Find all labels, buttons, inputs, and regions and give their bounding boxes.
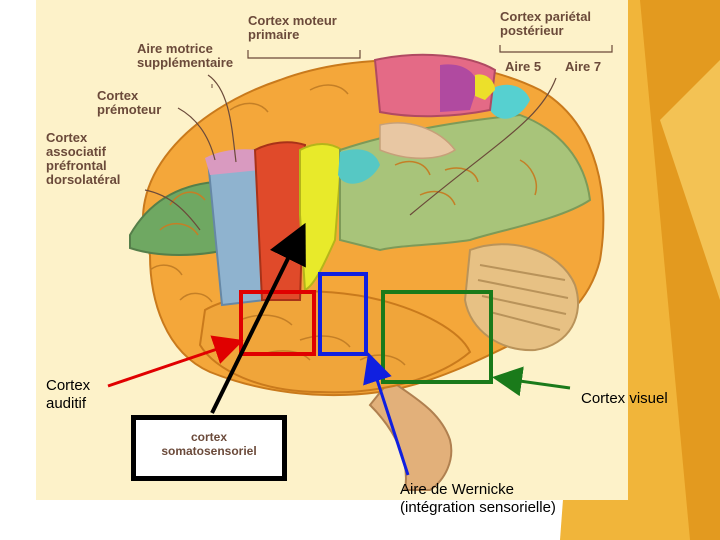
label-cortex-parietal-posterieur: Cortex pariétal postérieur	[500, 9, 592, 38]
annotation-cortex-auditif: Cortex auditif	[46, 377, 91, 412]
annotation-aire-wernicke: Aire de Wernicke (intégration sensoriell…	[400, 481, 556, 516]
visual-arrow	[492, 366, 571, 397]
label-aire-7: Aire 7	[565, 59, 602, 74]
label-cortex-associatif-prefrontal: Cortex associatif préfrontal dorsolatéra…	[46, 130, 121, 187]
annotation-cortex-visuel: Cortex visuel	[581, 390, 668, 407]
label-cortex-premoteur: Cortex prémoteur	[97, 88, 162, 117]
label-cortex-moteur-primaire: Cortex moteur primaire	[248, 13, 337, 42]
label-cortex-somatosensoriel: cortex somatosensoriel	[161, 430, 257, 458]
auditory-arrow	[107, 335, 244, 388]
wernicke-arrow	[363, 352, 410, 476]
wernicke-area-box	[318, 272, 368, 356]
somatosensory-cortex-box: cortex somatosensoriel	[131, 415, 287, 481]
somatosensory-arrow	[210, 222, 306, 414]
label-aire-5: Aire 5	[505, 59, 542, 74]
somatosensory-strip	[299, 143, 344, 292]
label-aire-motrice-supplementaire: Aire motrice supplémentaire	[137, 41, 234, 70]
cerebellum	[463, 243, 580, 352]
visual-cortex-box	[381, 290, 493, 384]
area-5-7	[338, 149, 380, 184]
supplementary-motor-area	[205, 149, 260, 175]
auditory-cortex-box	[239, 290, 316, 356]
